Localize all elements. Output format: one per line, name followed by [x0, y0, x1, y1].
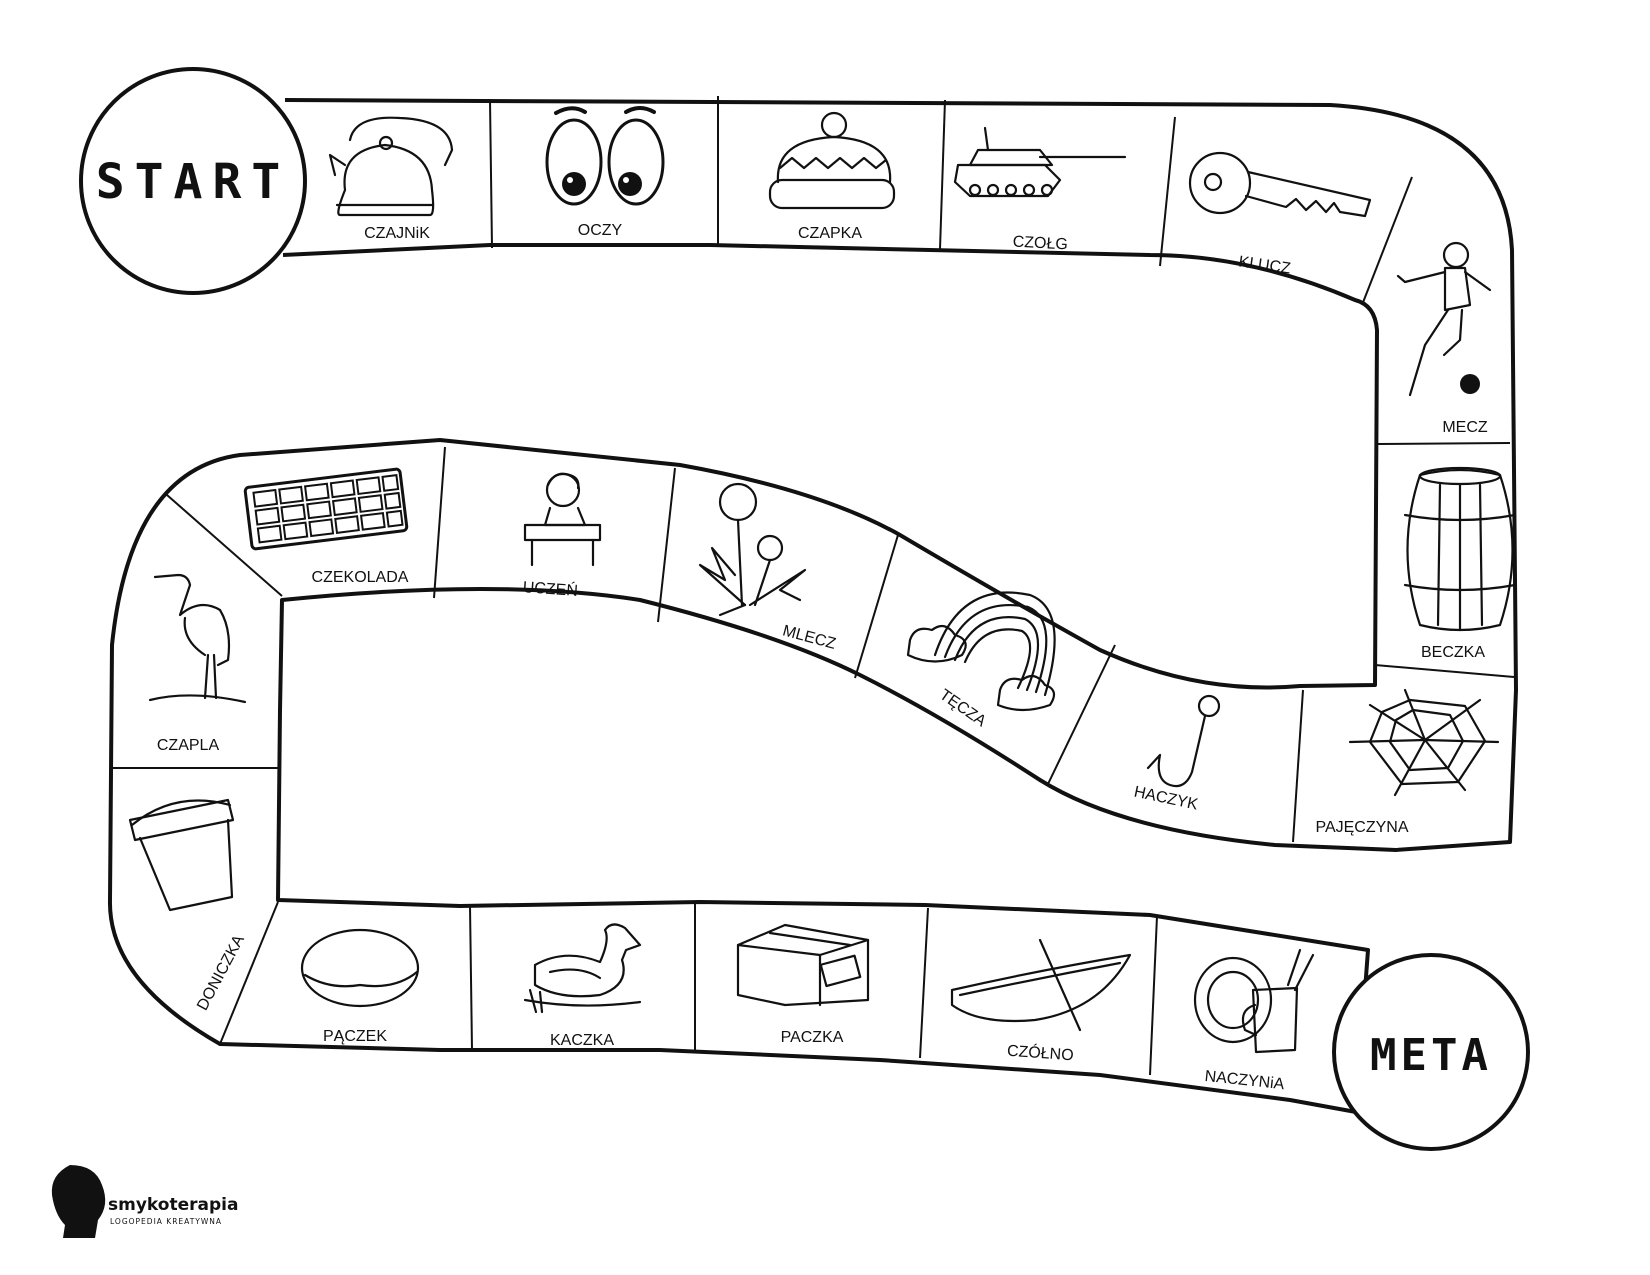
- cell-doniczka: DONICZKA: [194, 932, 248, 1013]
- cell-paczek: PĄCZEK: [323, 1028, 387, 1045]
- cell-czajnik: CZAJNiK: [364, 225, 430, 242]
- cell-mecz: MECZ: [1442, 419, 1488, 436]
- hat-icon: [768, 111, 896, 210]
- cell-label: KLUCZ: [1237, 253, 1292, 277]
- cell-label: UCZEŃ: [522, 577, 578, 600]
- cell-uczen: UCZEŃ: [522, 577, 578, 600]
- footballer-icon: [1396, 241, 1492, 397]
- barrel-icon: [1403, 466, 1517, 632]
- heron-icon: [148, 573, 247, 704]
- cell-paczka: PACZKA: [781, 1029, 844, 1046]
- cell-tecza: TĘCZA: [936, 686, 989, 730]
- finish-space: META: [1332, 953, 1530, 1151]
- flowerpot-icon: [128, 798, 235, 912]
- brand-tagline: LOGOPEDIA KREATYWNA: [110, 1217, 222, 1226]
- cell-label: CZOŁG: [1012, 234, 1068, 254]
- cell-pajeczyna: PAJĘCZYNA: [1315, 819, 1408, 836]
- parcel-icon: [736, 923, 870, 1007]
- cell-oczy: OCZY: [578, 222, 623, 239]
- board-track: [107, 98, 1518, 1114]
- cell-czolno: CZÓŁNO: [1006, 1041, 1074, 1065]
- hook-icon: [1146, 694, 1221, 788]
- duck-icon: [523, 923, 642, 1014]
- cell-klucz: KLUCZ: [1237, 253, 1292, 277]
- cell-label: MLECZ: [781, 622, 838, 653]
- cell-label: OCZY: [578, 222, 623, 239]
- dandelion-icon: [698, 482, 807, 617]
- start-space: START: [79, 67, 307, 295]
- cell-label: TĘCZA: [936, 686, 989, 730]
- cell-kaczka: KACZKA: [550, 1032, 614, 1049]
- tank-icon: [953, 126, 1127, 198]
- chocolate-icon: [243, 467, 409, 551]
- kettle-icon: [328, 116, 454, 217]
- rainbow-icon: [906, 591, 1056, 712]
- cell-label: MECZ: [1442, 419, 1488, 436]
- canoe-icon: [950, 938, 1132, 1032]
- cell-label: CZAPLA: [157, 737, 220, 754]
- head-silhouette-icon: [51, 1165, 106, 1238]
- finish-label: META: [1370, 1030, 1492, 1081]
- cell-label: BECZKA: [1421, 644, 1485, 661]
- brand-name: smykoterapia: [108, 1195, 238, 1215]
- key-icon: [1188, 151, 1372, 218]
- eyes-icon: [545, 106, 665, 206]
- dishes-icon: [1193, 948, 1315, 1054]
- cell-label: CZEKOLADA: [312, 569, 409, 586]
- cell-haczyk: HACZYK: [1132, 784, 1199, 814]
- cell-dividers: [112, 96, 1515, 1076]
- cell-czolg: CZOŁG: [1012, 234, 1068, 254]
- cell-label: PACZKA: [781, 1029, 844, 1046]
- cell-label: CZAJNiK: [364, 225, 430, 242]
- cell-label: CZAPKA: [798, 225, 862, 242]
- cell-beczka: BECZKA: [1421, 644, 1485, 661]
- cell-label: KACZKA: [550, 1032, 614, 1049]
- cell-label: PĄCZEK: [323, 1028, 387, 1045]
- spiderweb-icon: [1348, 688, 1500, 797]
- pupil-icon: [523, 472, 602, 567]
- cell-label: PAJĘCZYNA: [1315, 819, 1408, 836]
- cell-czapla: CZAPLA: [157, 737, 220, 754]
- start-label: START: [96, 154, 291, 210]
- cell-czekolada: CZEKOLADA: [312, 569, 409, 586]
- cell-czapka: CZAPKA: [798, 225, 862, 242]
- cell-label: HACZYK: [1132, 784, 1199, 814]
- cell-mlecz: MLECZ: [781, 622, 838, 653]
- cell-label: CZÓŁNO: [1006, 1041, 1074, 1065]
- donut-icon: [300, 928, 420, 1008]
- cell-label: DONICZKA: [194, 932, 248, 1013]
- brand-logo: smykoterapia LOGOPEDIA KREATYWNA: [51, 1165, 238, 1238]
